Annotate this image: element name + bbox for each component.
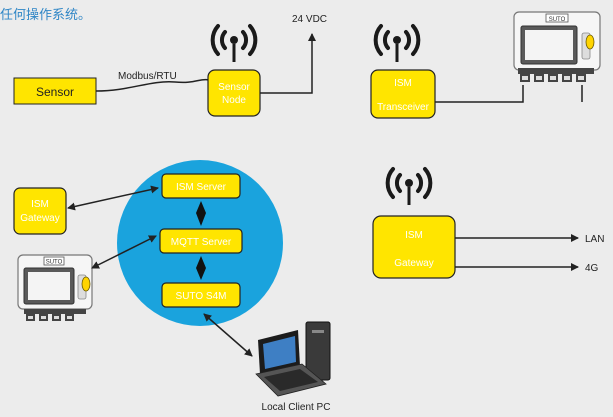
display-device-left: SUTO [17,254,93,321]
device-logo-top: SUTO [549,17,566,23]
transceiver-cable [435,85,524,103]
device-logo-left: SUTO [46,260,63,266]
gateway-right-antenna-icon [385,167,433,207]
fourg-label: 4G [585,263,599,274]
sensor-box [13,77,97,105]
transceiver-antenna-icon [373,24,421,64]
sensor-node-label-line1: Sensor [218,82,250,93]
mqtt-server-box [159,228,243,254]
local-client-pc-icon [255,321,331,397]
ism-mqtt-link-icon [196,201,206,226]
suto-s4m-label: SUTO S4M [176,291,227,302]
gateway-left-box [13,187,67,235]
gateway-right-label-line1: ISM [405,230,423,241]
ism-server-box [161,173,241,199]
transceiver-label-line1: ISM [394,78,412,89]
client-pc-label: Local Client PC [262,402,331,412]
display-device-top-right: SUTO [513,11,601,82]
s4m-pc-link [203,313,253,357]
gateway-right-box [372,215,456,279]
lan-label: LAN [585,234,604,245]
sensor-node-box [207,69,261,117]
gateway-left-label-line2: Gateway [20,213,59,224]
gateway-ism-link [67,185,159,211]
power-label: 24 VDC [292,14,327,25]
gateway-left-label-line1: ISM [31,199,49,210]
modbus-cable [95,78,210,92]
sensor-node-label-line2: Node [222,95,246,106]
gateway-right-label-line2: Gateway [394,258,433,269]
caption-text: 任何操作系统。 [0,7,91,22]
mqtt-server-label: MQTT Server [171,237,232,248]
transceiver-label-line2: Transceiver [377,102,430,113]
sensor-label: Sensor [36,85,74,99]
suto-s4m-box [161,282,241,308]
device-mqtt-link [91,235,157,269]
transceiver-box [370,69,436,119]
ism-server-label: ISM Server [176,182,227,193]
power-line [260,33,316,94]
mqtt-s4m-link-icon [196,256,206,280]
protocol-label: Modbus/RTU [118,71,177,82]
sensor-node-antenna-icon [210,24,258,64]
